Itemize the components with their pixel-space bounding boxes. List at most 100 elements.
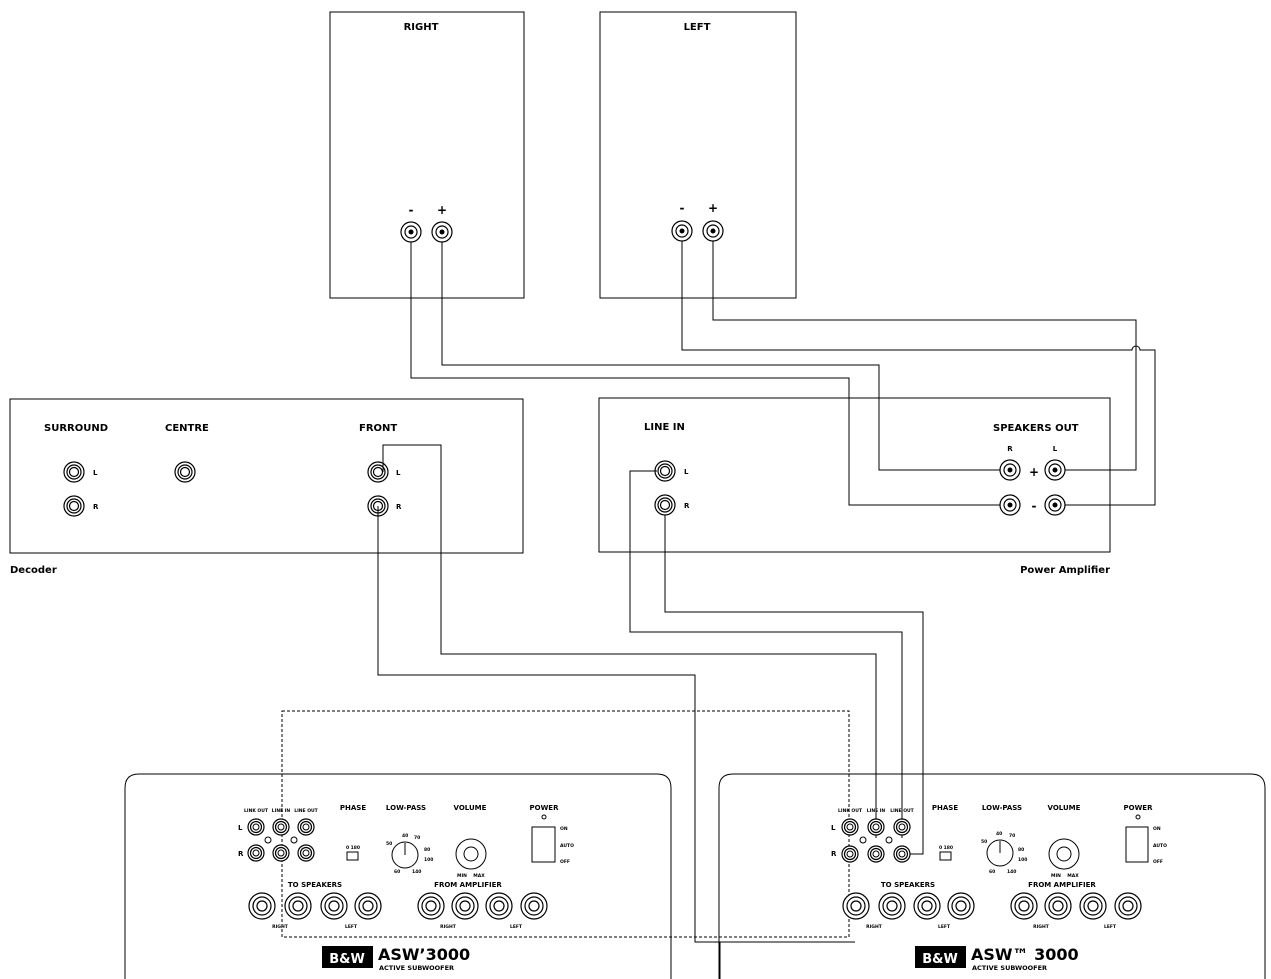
sub-left-power-led (541, 814, 547, 820)
sub-right-to-spk-right-plus[interactable] (842, 892, 870, 920)
left-speaker-minus-terminal[interactable] (671, 220, 693, 242)
sub-left-lp-tick-6: 60 (394, 869, 400, 875)
sub-left-from-amp-right-plus[interactable] (417, 892, 445, 920)
amp-out-r-minus-terminal[interactable] (999, 494, 1021, 516)
sub-left-line-in-r[interactable] (272, 844, 290, 862)
sub-left-on: ON (560, 826, 568, 832)
sub-right-line-in-l[interactable] (867, 818, 885, 836)
sub-left-from-amp-left-plus[interactable] (520, 892, 548, 920)
amp-line-in-label: LINE IN (644, 422, 685, 433)
sub-left-max: MAX (473, 873, 485, 879)
sub-right-lp-tick-1: 40 (996, 831, 1002, 837)
sub-right-line-out-r[interactable] (893, 845, 911, 863)
sub-right-logo-text: B&W (922, 952, 958, 967)
right-speaker-plus-terminal[interactable] (431, 221, 453, 243)
sub-left-to-spk-right-minus[interactable] (284, 892, 312, 920)
sub-left-from-amp-left-minus[interactable] (485, 892, 513, 920)
sub-right-lp-tick-3: 50 (981, 839, 987, 845)
sub-right-from-amp-right-minus[interactable] (1044, 892, 1072, 920)
sub-right-from-amp-left-plus[interactable] (1114, 892, 1142, 920)
sub-right-volume-label: VOLUME (1048, 804, 1081, 812)
sub-left-min: MIN (457, 873, 467, 879)
amp-speakers-out-label: SPEAKERS OUT (993, 423, 1079, 434)
sub-right-power-switch[interactable] (1125, 826, 1149, 863)
sub-left-line-out-l[interactable] (297, 818, 315, 836)
decoder-front-r: R (396, 503, 402, 511)
amp-out-l-plus-terminal[interactable] (1044, 459, 1066, 481)
sub-left-link-out-l[interactable] (247, 818, 265, 836)
decoder-surround-r-jack[interactable] (63, 495, 85, 517)
sub-right-to-spk-left-minus[interactable] (913, 892, 941, 920)
decoder-name: Decoder (10, 565, 57, 576)
amp-line-in-l-jack[interactable] (654, 460, 676, 482)
amp-out-r-plus-terminal[interactable] (999, 459, 1021, 481)
sub-right-line-in-r[interactable] (867, 845, 885, 863)
sub-left-link-out-label: LINK OUT (244, 808, 269, 814)
right-speaker-minus-terminal[interactable] (400, 221, 422, 243)
sub-right-phase-label: PHASE (932, 804, 958, 812)
sub-right-link-out-r[interactable] (841, 845, 859, 863)
decoder-surround-l: L (93, 469, 98, 477)
sub-left-line-in-l[interactable] (272, 818, 290, 836)
sub-right-line-out-l[interactable] (893, 818, 911, 836)
amp-minus-label: - (1032, 499, 1037, 513)
sub-left-to-speakers-label: TO SPEAKERS (288, 881, 342, 889)
sub-right-to-spk-right: RIGHT (866, 924, 883, 930)
amp-line-in-r-jack[interactable] (654, 494, 676, 516)
sub-right-to-spk-right-minus[interactable] (878, 892, 906, 920)
sub-right-lp-tick-6: 60 (989, 869, 995, 875)
sub-left-phase-switch[interactable] (346, 851, 359, 861)
sub-right-link-out-l[interactable] (841, 818, 859, 836)
sub-right-to-spk-left-plus[interactable] (947, 892, 975, 920)
sub-right-model: ASW™ 3000 (971, 945, 1079, 964)
amp-out-l-minus-terminal[interactable] (1044, 494, 1066, 516)
sub-right-r: R (831, 850, 837, 858)
sub-right-subtitle: ACTIVE SUBWOOFER (972, 964, 1047, 972)
sub-right-min: MIN (1051, 873, 1061, 879)
sub-left-line-out-r[interactable] (297, 844, 315, 862)
decoder-surround-l-jack[interactable] (63, 461, 85, 483)
amp-line-in-r: R (684, 502, 690, 510)
amp-line-in-l: L (684, 468, 689, 476)
sub-left-volume-label: VOLUME (454, 804, 487, 812)
sub-right-low-pass-label: LOW-PASS (982, 804, 1022, 812)
left-speaker-plus-terminal[interactable] (702, 220, 724, 242)
sub-left-from-amp-left: LEFT (510, 924, 523, 930)
sub-left-link-out-r[interactable] (247, 844, 265, 862)
sub-right-l: L (831, 824, 836, 832)
right-speaker-plus-label: + (437, 203, 447, 217)
sub-right-from-amp-label: FROM AMPLIFIER (1028, 881, 1096, 889)
sub-right-to-spk-left: LEFT (938, 924, 951, 930)
sub-left-to-spk-left-plus[interactable] (354, 892, 382, 920)
decoder-surround-label: SURROUND (44, 423, 108, 434)
sub-left-l: L (238, 824, 243, 832)
sub-right-auto: AUTO (1153, 843, 1167, 849)
right-speaker-title: RIGHT (404, 22, 439, 33)
right-speaker-minus-label: - (409, 203, 414, 217)
sub-left-to-spk-left-minus[interactable] (320, 892, 348, 920)
decoder-surround-r: R (93, 503, 99, 511)
left-speaker-plus-label: + (708, 201, 718, 215)
right-speaker: RIGHT - + (329, 11, 525, 299)
sub-right-off: OFF (1153, 859, 1163, 865)
sub-left-from-amp-right-minus[interactable] (451, 892, 479, 920)
sub-left-r: R (238, 850, 244, 858)
sub-right-phase-switch[interactable] (939, 851, 952, 861)
wires (281, 241, 1156, 979)
sub-left-logo-text: B&W (329, 952, 365, 967)
sub-right-volume-knob[interactable] (1048, 838, 1080, 870)
sub-left-power-label: POWER (530, 804, 560, 812)
sub-right-from-amp-left-minus[interactable] (1079, 892, 1107, 920)
sub-left-lp-tick-7: 140 (412, 869, 421, 875)
sub-right-from-amp-right-plus[interactable] (1010, 892, 1038, 920)
decoder-front-l-jack[interactable] (367, 461, 389, 483)
decoder-centre-jack[interactable] (174, 461, 196, 483)
sub-right-from-amp-left: LEFT (1104, 924, 1117, 930)
sub-left-power-switch[interactable] (531, 826, 556, 863)
sub-left-to-spk-right-plus[interactable] (248, 892, 276, 920)
sub-left-logo (322, 946, 373, 968)
left-speaker: LEFT - + (599, 11, 797, 299)
sub-left-lp-tick-1: 40 (402, 833, 408, 839)
sub-left-volume-knob[interactable] (455, 838, 487, 870)
